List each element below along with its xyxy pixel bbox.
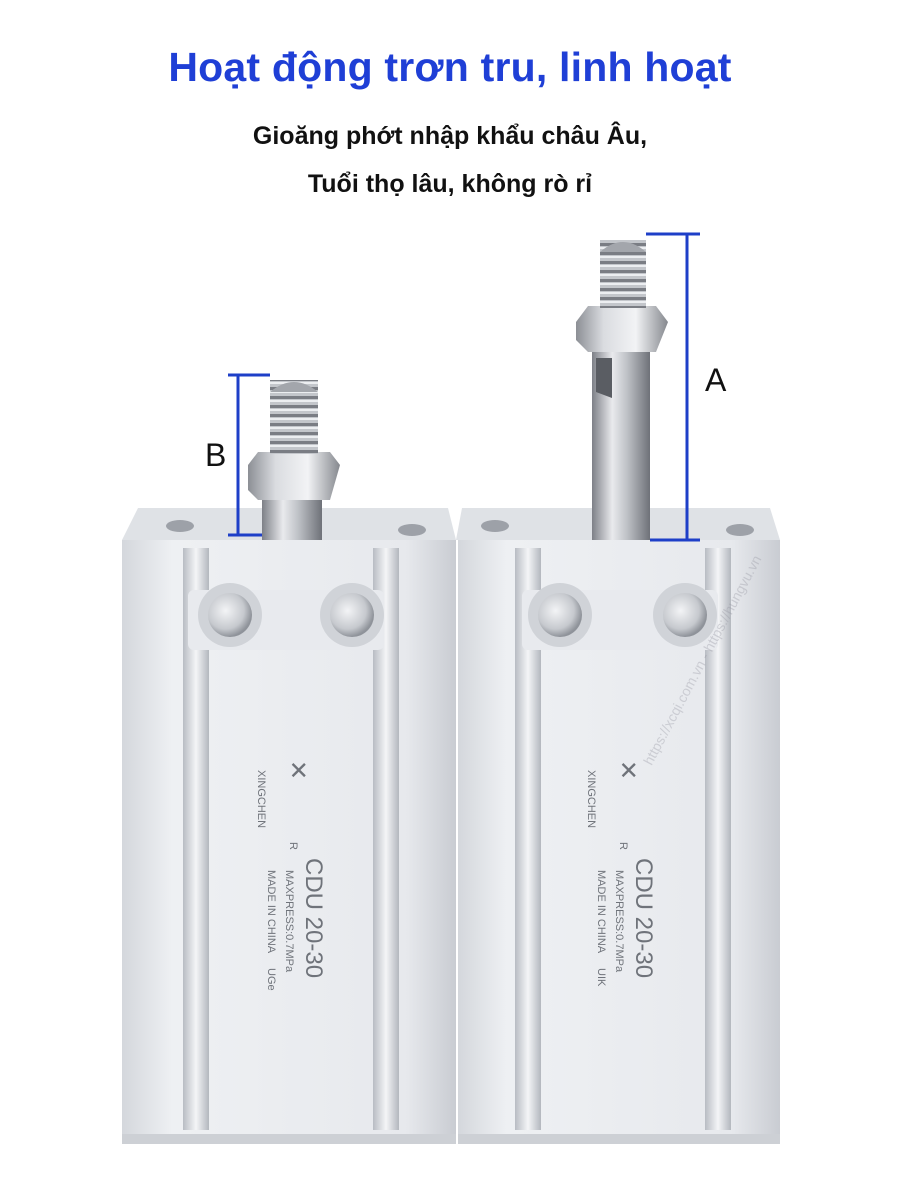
right-registered-mark: R bbox=[617, 842, 629, 850]
left-code: UGe bbox=[265, 968, 277, 991]
left-origin: MADE IN CHINA bbox=[265, 870, 277, 954]
left-pressure: MAXPRESS:0.7MPa bbox=[283, 870, 295, 973]
left-model: CDU 20-30 bbox=[300, 858, 327, 978]
left-logo-icon: ✕ bbox=[284, 760, 311, 780]
subtitle-line-1: Gioăng phớt nhập khẩu châu Âu, bbox=[252, 122, 648, 150]
left-cylinder bbox=[122, 380, 456, 1144]
dimension-a-label: A bbox=[705, 362, 727, 398]
right-origin: MADE IN CHINA bbox=[595, 870, 607, 954]
right-brand: XINGCHEN bbox=[585, 770, 597, 828]
page-title: Hoạt động trơn tru, linh hoạt bbox=[168, 44, 732, 90]
dimension-b-label: B bbox=[205, 437, 227, 473]
subtitle-line-2: Tuổi thọ lâu, không rò rỉ bbox=[307, 170, 593, 198]
left-brand: XINGCHEN bbox=[255, 770, 267, 828]
right-logo-icon: ✕ bbox=[614, 760, 641, 780]
right-pressure: MAXPRESS:0.7MPa bbox=[613, 870, 625, 973]
dimension-b bbox=[228, 373, 270, 537]
right-model: CDU 20-30 bbox=[630, 858, 657, 978]
right-code: UIK bbox=[595, 968, 607, 987]
right-cylinder bbox=[456, 240, 780, 1144]
left-engraving: ✕ XINGCHEN R CDU 20-30 MAXPRESS:0.7MPa M… bbox=[255, 760, 327, 991]
right-engraving: ✕ XINGCHEN R CDU 20-30 MAXPRESS:0.7MPa M… bbox=[585, 760, 657, 987]
left-registered-mark: R bbox=[287, 842, 299, 850]
dimension-a bbox=[646, 232, 700, 542]
